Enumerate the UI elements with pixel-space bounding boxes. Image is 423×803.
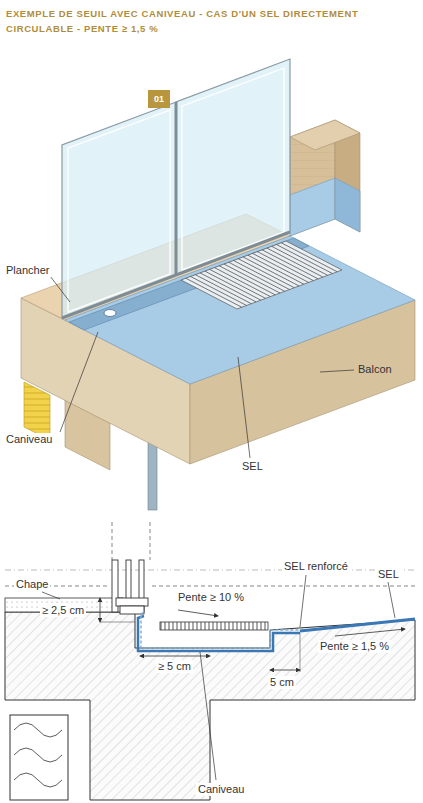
grating-bar — [214, 268, 270, 297]
grating-bar — [262, 250, 318, 279]
grating-bar — [229, 262, 285, 291]
grating-bar — [281, 243, 337, 272]
grating-bar — [191, 276, 247, 305]
dimension-label: ≥ 5 cm — [156, 660, 193, 673]
grating-bar — [219, 266, 275, 295]
part-label: Balcon — [356, 363, 394, 376]
part-label: SEL — [376, 568, 401, 581]
grating-bar — [224, 264, 280, 293]
part-label: Caniveau — [4, 433, 54, 446]
part-label: Chape — [14, 578, 50, 591]
grating-bar — [200, 273, 256, 302]
dimension-label: 5 cm — [268, 676, 296, 689]
grating-bar — [272, 246, 328, 275]
grating-bar — [248, 255, 304, 284]
part-label: Plancher — [4, 264, 51, 277]
figure-badge: 01 — [148, 90, 170, 108]
dimension-label: ≥ 2,5 cm — [40, 604, 86, 617]
grating-bar — [186, 278, 242, 307]
grating-bar — [238, 259, 294, 288]
section-view — [5, 522, 415, 800]
slope-label: Pente ≥ 1,5 % — [318, 640, 391, 653]
grating-bar — [276, 245, 332, 274]
grating-bar — [257, 252, 313, 281]
grating-bar — [243, 257, 299, 286]
grating-bar — [195, 275, 251, 304]
part-label: SEL — [240, 460, 265, 473]
title: EXEMPLE DE SEUIL AVEC CANIVEAU - CAS D'U… — [6, 6, 416, 36]
part-label: Caniveau — [196, 783, 246, 796]
slope-label: Pente ≥ 10 % — [176, 591, 246, 604]
grating-bar — [210, 269, 266, 298]
part-label: SEL renforcé — [282, 560, 350, 573]
grating-bar — [267, 248, 323, 277]
badge-number: 01 — [154, 94, 164, 104]
grating-bar — [234, 261, 290, 290]
grating-bar — [205, 271, 261, 300]
isometric-view — [21, 59, 415, 510]
grating-bar — [253, 253, 309, 282]
